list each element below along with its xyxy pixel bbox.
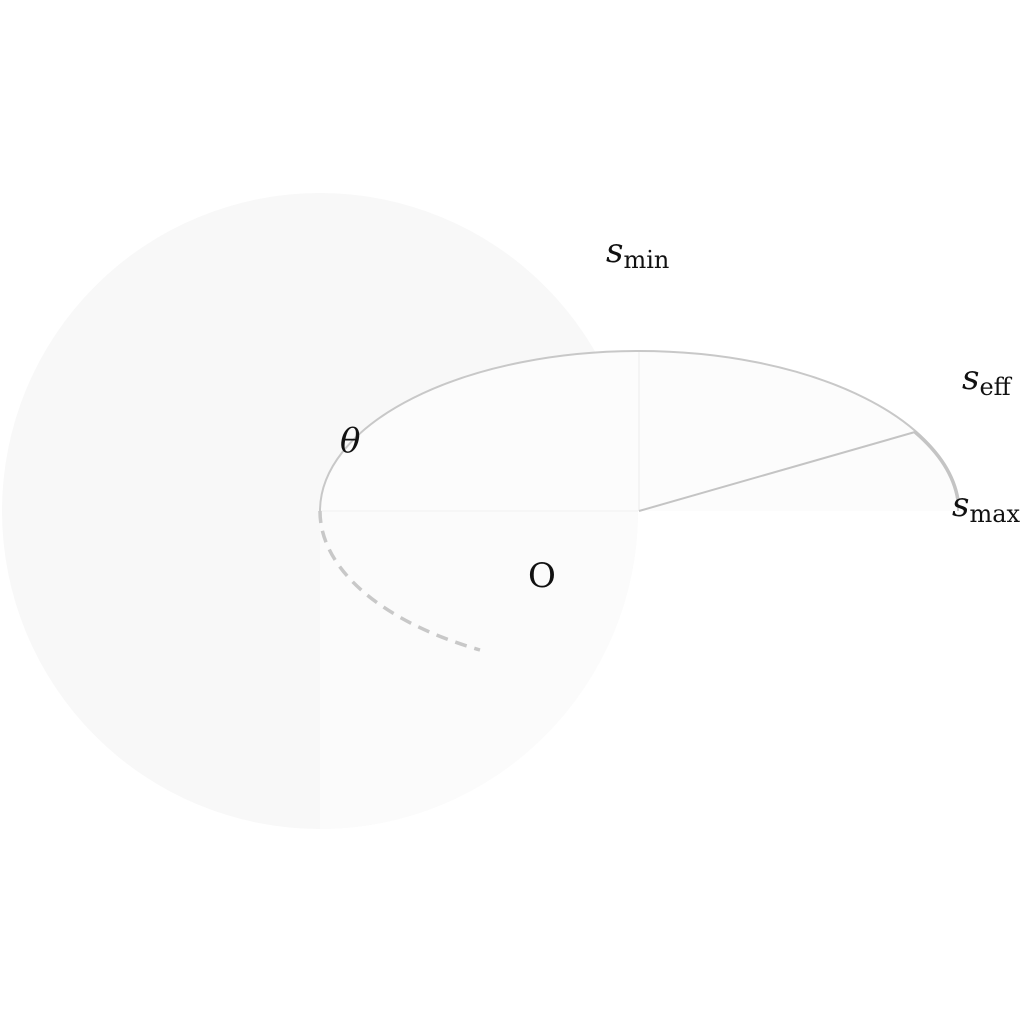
s-eff-radius-line xyxy=(638,431,916,512)
s-eff-to-s-max-arc xyxy=(913,430,960,501)
origin-label: O xyxy=(528,556,556,596)
s-eff-label: seff xyxy=(962,358,1013,401)
dashed-lower-arc xyxy=(318,510,481,652)
s-min-sub: min xyxy=(623,246,669,274)
s-max-main: s xyxy=(952,485,969,525)
theta-label: θ xyxy=(340,421,360,461)
lower-quadrant-region xyxy=(320,511,638,829)
s-eff-sub: eff xyxy=(979,373,1012,401)
s-max-label: smax xyxy=(952,485,1021,528)
s-min-label: smin xyxy=(606,231,669,274)
s-max-sub: max xyxy=(969,500,1020,528)
s-eff-main: s xyxy=(962,358,979,398)
s-min-main: s xyxy=(606,231,623,271)
